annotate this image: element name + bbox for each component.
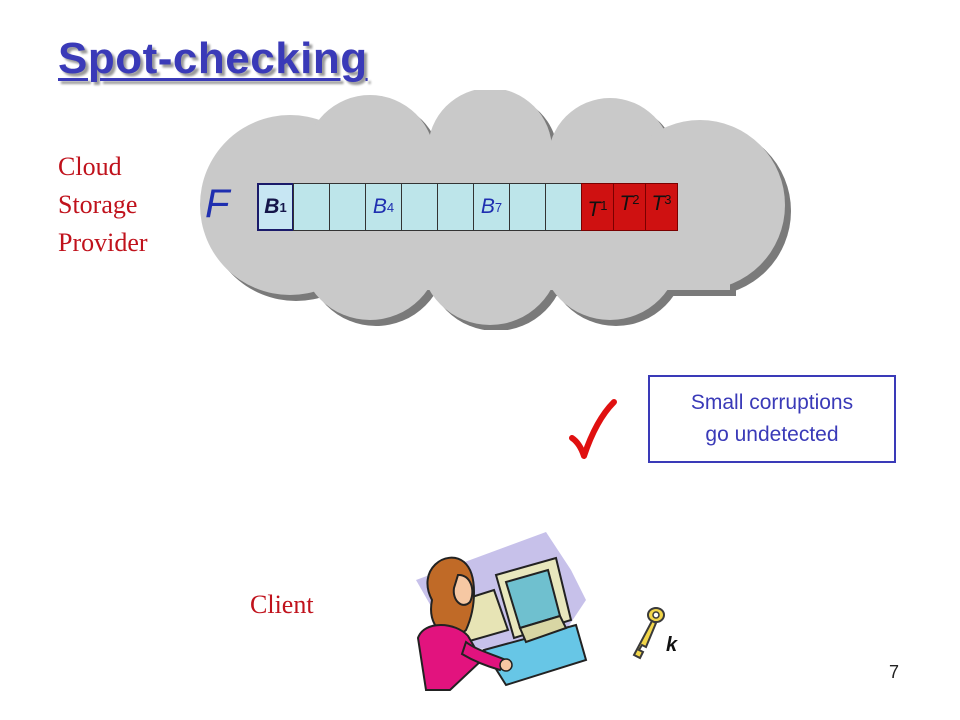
file-block (293, 183, 330, 231)
check-mark-icon (569, 399, 617, 459)
provider-label-line2: Storage (58, 190, 138, 219)
callout-box: Small corruptions go undetected (648, 375, 896, 463)
file-block (437, 183, 474, 231)
callout-line1: Small corruptions (690, 391, 854, 414)
key-label: k (666, 634, 678, 656)
provider-label-line3: Provider (58, 228, 148, 257)
slide-title: Spot-checking (58, 34, 368, 83)
file-label: F (205, 182, 230, 226)
client-label: Client (250, 590, 314, 619)
page-number: 7 (889, 662, 900, 682)
file-block (509, 183, 546, 231)
file-block (545, 183, 582, 231)
callout-line2: go undetected (705, 423, 839, 446)
provider-label-line1: Cloud (58, 152, 122, 181)
file-block (401, 183, 438, 231)
key-icon (632, 607, 665, 660)
file-block (329, 183, 366, 231)
provider-label: Cloud Storage Provider (58, 148, 148, 262)
client-computer-clipart (416, 532, 588, 691)
